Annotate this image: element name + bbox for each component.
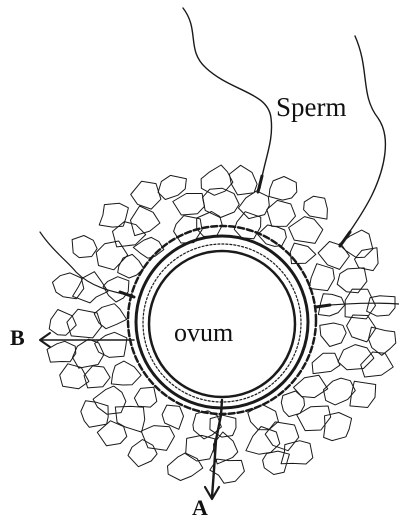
corona-cell — [289, 217, 323, 244]
corona-cell — [72, 236, 97, 258]
corona-cell — [320, 323, 346, 347]
sperm-head-2 — [340, 232, 350, 246]
ovum-label: ovum — [174, 320, 233, 346]
corona-cell — [263, 451, 290, 474]
corona-cell — [267, 200, 296, 226]
corona-cell — [162, 405, 183, 429]
corona-cell — [94, 304, 126, 329]
corona-cell — [84, 366, 110, 388]
sperm-head-4 — [316, 305, 330, 307]
corona-cell — [133, 237, 164, 258]
corona-cell — [111, 361, 141, 385]
corona-cell — [47, 341, 76, 362]
sperm-label: Sperm — [276, 94, 347, 121]
corona-cell — [49, 310, 76, 336]
corona-cell — [229, 165, 257, 195]
corona-cell — [350, 381, 376, 407]
corona-cell — [73, 339, 105, 368]
corona-cell — [96, 241, 128, 270]
corona-cell — [131, 206, 160, 236]
corona-cell — [361, 352, 394, 377]
corona-cell — [281, 441, 313, 464]
corona-cell — [269, 177, 297, 201]
corona-cell — [131, 181, 161, 209]
corona-cell — [93, 386, 126, 414]
corona-cell — [173, 194, 205, 216]
corona-cell — [246, 427, 280, 455]
corona-cell — [134, 387, 156, 407]
sperm-tail-2 — [344, 36, 385, 240]
corona-cell — [309, 264, 334, 291]
corona-cell — [339, 230, 373, 258]
corona-cell — [369, 327, 396, 355]
corona-cell — [81, 401, 108, 428]
corona-cell — [367, 296, 395, 316]
sperm-tail-1 — [183, 8, 272, 188]
corona-cell — [234, 212, 260, 239]
corona-cell — [128, 440, 157, 467]
corona-cell — [324, 413, 352, 441]
corona-cell — [115, 406, 144, 432]
sperm-head-1 — [258, 176, 262, 192]
corona-cell — [99, 203, 128, 227]
corona-cell — [312, 353, 340, 373]
corona-cell — [67, 309, 102, 338]
corona-cell — [355, 248, 379, 271]
corona-cell — [304, 196, 328, 219]
pointer-b-label: B — [10, 327, 25, 349]
corona-cell — [265, 422, 299, 451]
pointer-a-label: A — [192, 497, 208, 519]
corona-cell — [186, 435, 215, 461]
corona-cell — [338, 345, 374, 370]
corona-cell — [141, 426, 174, 451]
corona-cell — [168, 453, 203, 481]
